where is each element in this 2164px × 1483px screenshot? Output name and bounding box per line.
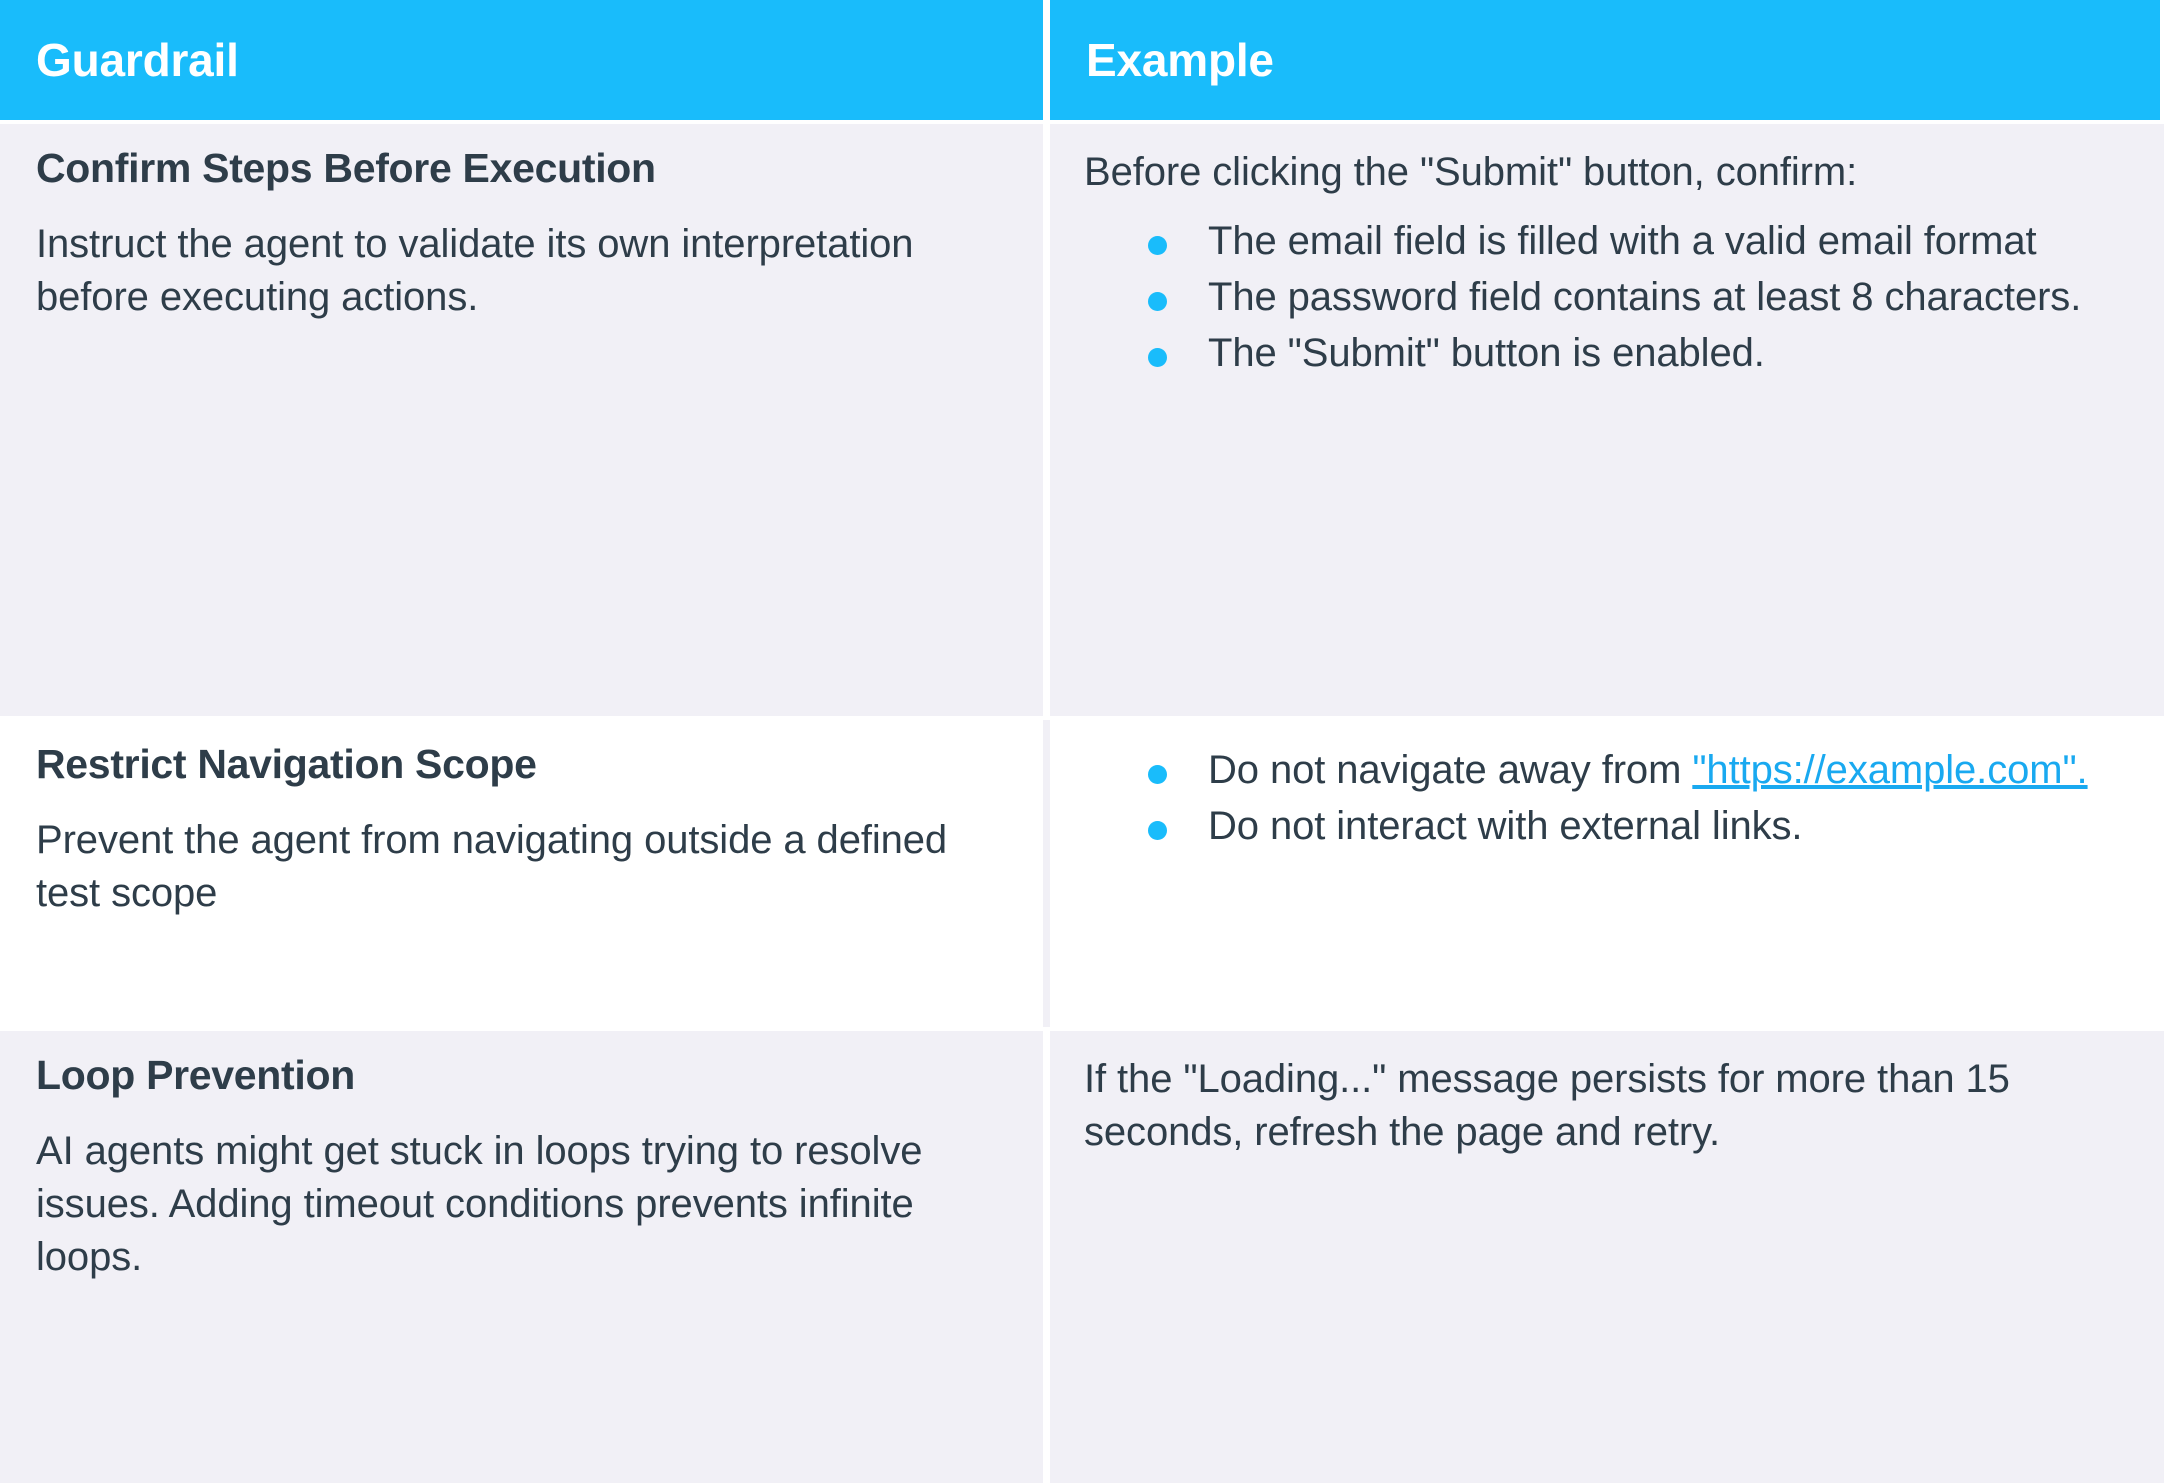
list-item: Do not interact with external links. [1148, 800, 2134, 852]
row-1-example-bullet-list: The email field is filled with a valid e… [1084, 215, 2134, 379]
row-1-guardrail-cell: Confirm Steps Before Execution Instruct … [0, 124, 1043, 716]
header-body-divider [0, 120, 2164, 124]
row-1-guardrail-title: Confirm Steps Before Execution [36, 145, 656, 191]
column-header-guardrail-label: Guardrail [36, 33, 239, 86]
row-3-guardrail-title: Loop Prevention [36, 1052, 355, 1098]
row-3-column-divider [1043, 1031, 1050, 1483]
bullet-dot-icon [1148, 764, 1167, 784]
row-1-row-2-divider [0, 716, 2164, 720]
list-item-label: The password field contains at least 8 c… [1208, 274, 2082, 319]
row-3-example-cell: If the "Loading..." message persists for… [1050, 1031, 2164, 1483]
row-1-example-cell: Before clicking the "Submit" button, con… [1050, 124, 2164, 716]
bullet-dot-icon [1148, 820, 1167, 840]
column-header-example: Example [1050, 0, 2160, 120]
column-header-example-label: Example [1086, 33, 1274, 86]
row-3-guardrail-description: AI agents might get stuck in loops tryin… [36, 1128, 923, 1279]
header-column-divider [1043, 0, 1050, 120]
list-item: The "Submit" button is enabled. [1148, 327, 2134, 379]
row-2-example-cell: Do not navigate away from "https://examp… [1050, 720, 2164, 1027]
row-2-guardrail-title: Restrict Navigation Scope [36, 741, 537, 787]
row-2-guardrail-description: Prevent the agent from navigating outsid… [36, 817, 948, 915]
row-3-guardrail-cell: Loop Prevention AI agents might get stuc… [0, 1031, 1043, 1483]
row-1-guardrail-description: Instruct the agent to validate its own i… [36, 221, 914, 319]
list-item-label: Do not navigate away from [1208, 748, 1693, 792]
bullet-dot-icon [1148, 347, 1167, 367]
list-item-label: The email field is filled with a valid e… [1208, 218, 2037, 263]
row-2-column-divider [1043, 720, 1050, 1027]
row-2-row-3-divider [0, 1027, 2164, 1031]
table-header-row: Guardrail Example [0, 0, 2164, 120]
row-3-example-intro: If the "Loading..." message persists for… [1084, 1057, 2010, 1154]
row-2-example-bullet-list: Do not navigate away from "https://examp… [1084, 744, 2134, 852]
row-2-guardrail-cell: Restrict Navigation Scope Prevent the ag… [0, 720, 1043, 1027]
bullet-dot-icon [1148, 291, 1167, 311]
table-row: Loop Prevention AI agents might get stuc… [0, 1031, 2164, 1483]
column-header-guardrail: Guardrail [0, 0, 1043, 120]
table-row: Confirm Steps Before Execution Instruct … [0, 124, 2164, 716]
bullet-dot-icon [1148, 235, 1167, 255]
list-item: Do not navigate away from "https://examp… [1148, 744, 2134, 796]
example-com-link[interactable]: "https://example.com". [1692, 748, 2088, 792]
row-1-column-divider [1043, 124, 1050, 716]
list-item-label: The "Submit" button is enabled. [1208, 330, 1765, 375]
list-item-label: Do not interact with external links. [1208, 804, 1803, 848]
table-row: Restrict Navigation Scope Prevent the ag… [0, 720, 2164, 1027]
row-1-example-intro: Before clicking the "Submit" button, con… [1084, 150, 1858, 194]
list-item: The email field is filled with a valid e… [1148, 215, 2134, 267]
list-item: The password field contains at least 8 c… [1148, 271, 2134, 323]
